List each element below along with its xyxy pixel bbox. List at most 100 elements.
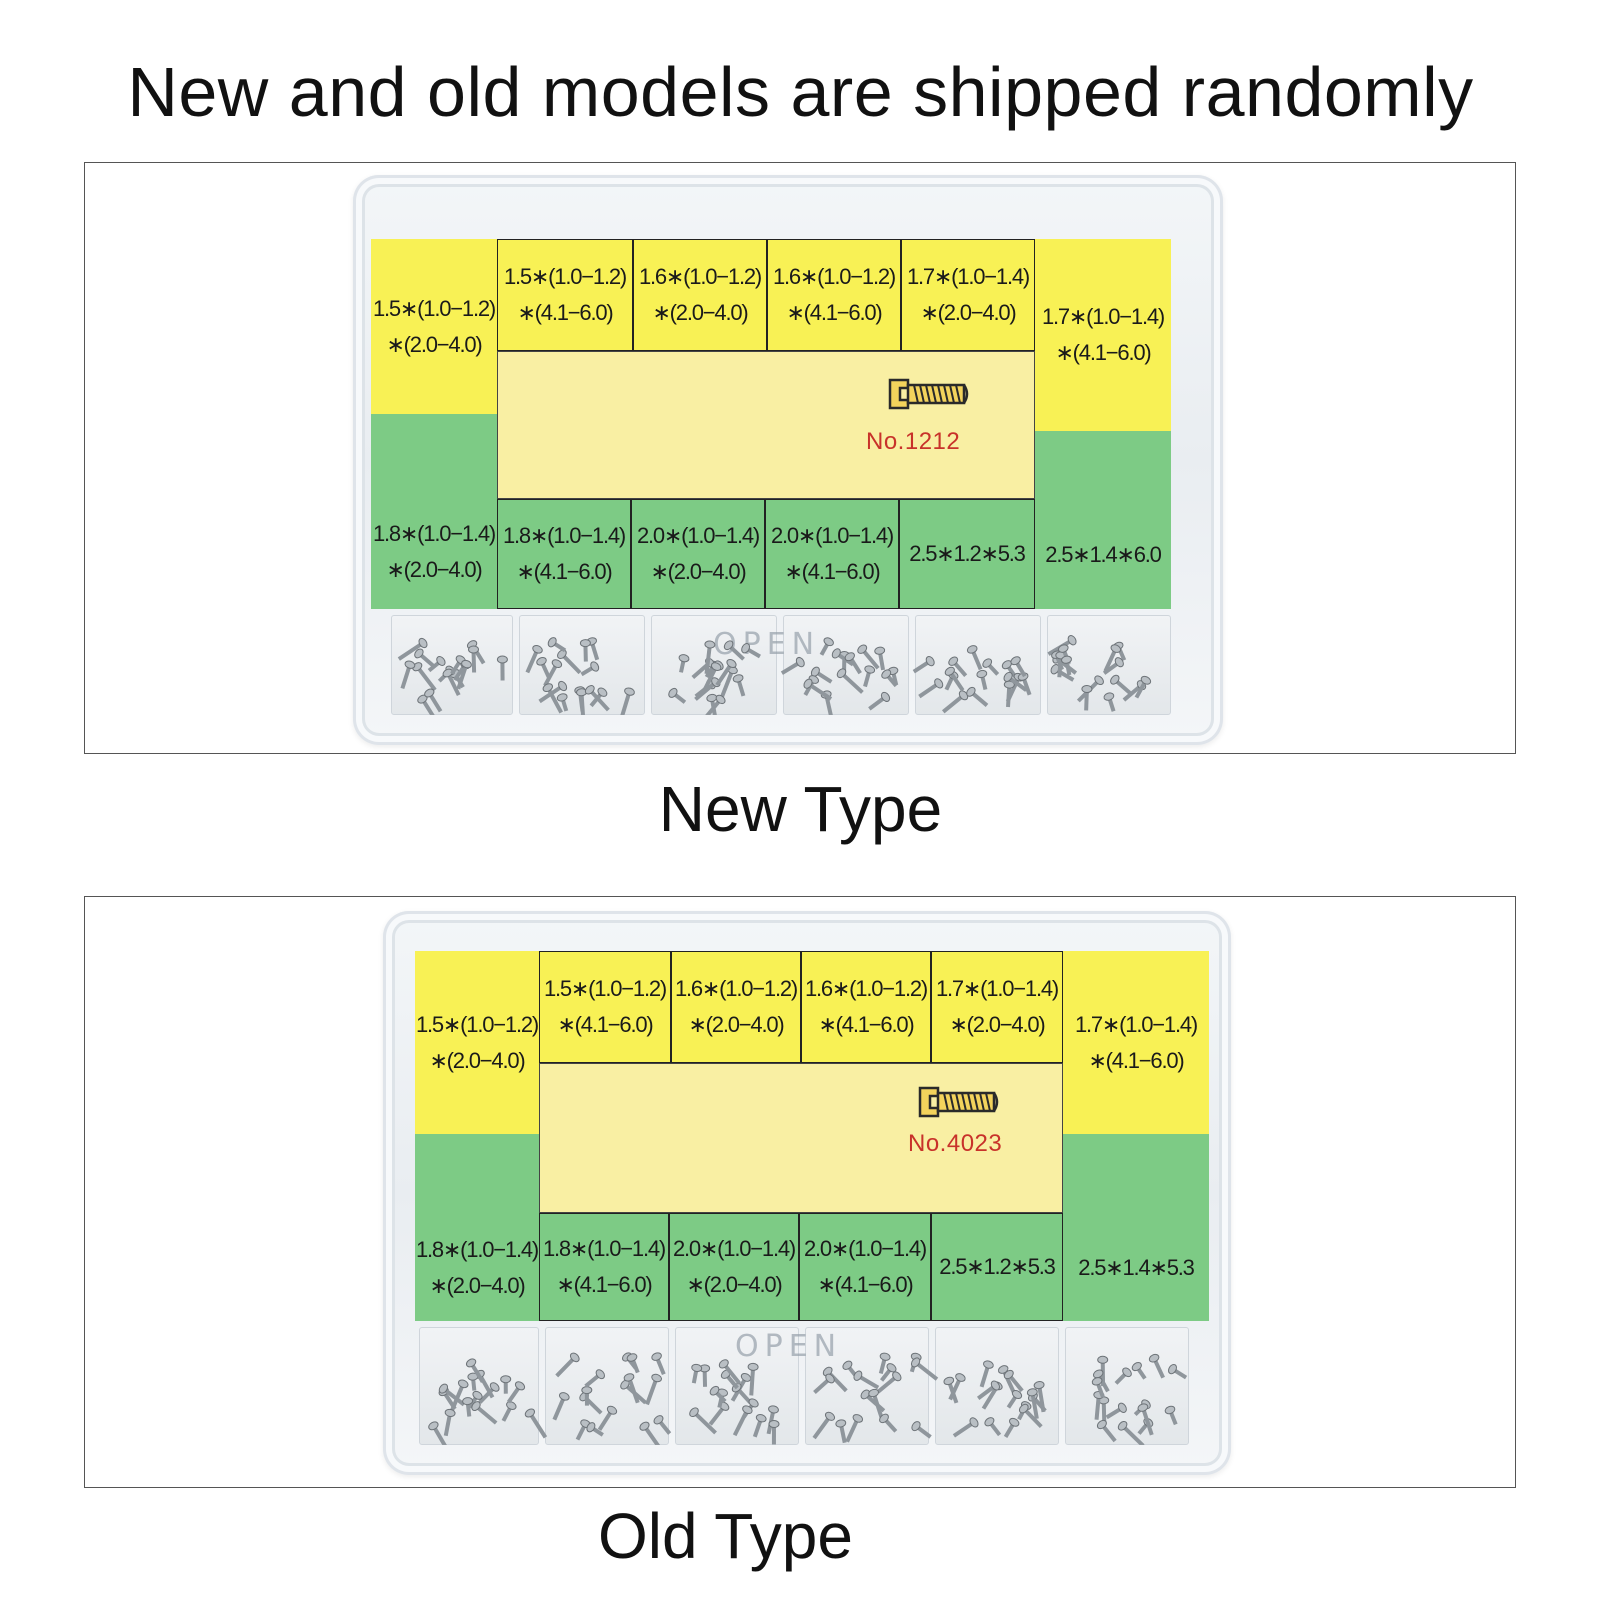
- screw: [1117, 1420, 1145, 1445]
- screw: [1033, 1381, 1046, 1413]
- screw: [536, 656, 551, 679]
- screw: [966, 645, 983, 671]
- label-line: 2.0∗(1.0−1.4): [770, 523, 894, 548]
- screw: [651, 1352, 666, 1376]
- label-line: ∗(2.0−4.0): [688, 1012, 784, 1037]
- label-line: 1.5∗(1.0−1.2): [372, 295, 496, 321]
- screw-icon: [918, 1086, 999, 1118]
- label-cell: 2.0∗(1.0−1.4) ∗(2.0−4.0): [631, 499, 765, 609]
- screw: [1003, 671, 1028, 692]
- screw: [768, 1419, 780, 1445]
- label-line: ∗(4.1−6.0): [557, 1012, 653, 1037]
- screw: [831, 648, 855, 667]
- screw: [810, 666, 833, 684]
- label-cell: 1.7∗(1.0−1.4) ∗(2.0−4.0): [931, 951, 1063, 1063]
- screw: [580, 661, 600, 677]
- screw: [709, 1385, 727, 1403]
- screw: [1114, 1367, 1132, 1385]
- new-type-caption: New Type: [658, 773, 943, 845]
- screw: [911, 1421, 932, 1439]
- label-line: 2.5∗1.2∗5.3: [909, 541, 1026, 566]
- screw-icon: [888, 378, 969, 410]
- screw: [752, 1414, 767, 1438]
- screw: [555, 1352, 580, 1378]
- screw: [468, 645, 479, 673]
- screw: [1061, 655, 1072, 676]
- screw: [1026, 1388, 1039, 1420]
- screw: [941, 690, 969, 714]
- screw: [732, 1405, 753, 1437]
- label-cell: 1.5∗(1.0−1.2) ∗(4.1−6.0): [497, 239, 633, 351]
- center-label-panel: No.1212: [497, 351, 1035, 499]
- screw: [645, 1373, 662, 1406]
- screw: [623, 1373, 640, 1404]
- label-line: 1.6∗(1.0−1.2): [804, 976, 928, 1001]
- screw: [1003, 680, 1015, 708]
- screw: [689, 1407, 717, 1435]
- label-line: 1.8∗(1.0−1.4): [415, 1236, 539, 1262]
- screw: [984, 1417, 1002, 1437]
- label-line: 1.5∗(1.0−1.2): [543, 976, 667, 1001]
- screw: [918, 678, 944, 699]
- screw: [552, 1392, 570, 1421]
- screw: [524, 1408, 548, 1439]
- screw: [586, 1422, 604, 1437]
- screw: [718, 1359, 742, 1385]
- label-cell: 1.7∗(1.0−1.4) ∗(4.1−6.0): [1035, 239, 1171, 431]
- screws-cluster: [397, 635, 1152, 715]
- label-line: 1.6∗(1.0−1.2): [674, 976, 798, 1001]
- label-line: ∗(2.0−4.0): [429, 1272, 525, 1298]
- screw: [496, 655, 508, 681]
- screw: [443, 1408, 456, 1437]
- green-block: [1063, 1134, 1209, 1214]
- screw: [414, 648, 437, 669]
- label-line: ∗(2.0−4.0): [650, 559, 746, 584]
- label-line: ∗(2.0−4.0): [652, 300, 748, 325]
- screw: [723, 640, 745, 661]
- screw: [813, 1373, 835, 1394]
- open-embossing: OPEN: [735, 1329, 843, 1364]
- screw: [462, 1397, 474, 1417]
- screw: [584, 1369, 605, 1388]
- screws-cluster: [428, 1352, 1188, 1445]
- label-line: 2.0∗(1.0−1.4): [803, 1236, 927, 1261]
- screw: [874, 646, 886, 671]
- screw: [910, 1357, 939, 1381]
- label-cell: 2.0∗(1.0−1.4) ∗(4.1−6.0): [799, 1213, 931, 1321]
- screw: [948, 656, 968, 677]
- screw: [626, 1353, 640, 1374]
- screw: [465, 1358, 485, 1383]
- label-line: ∗(2.0−4.0): [949, 1012, 1045, 1037]
- label-cell: 1.7∗(1.0−1.4) ∗(2.0−4.0): [901, 239, 1035, 351]
- screw: [1102, 657, 1124, 675]
- screw: [853, 1370, 880, 1390]
- screw: [467, 1390, 483, 1409]
- screw: [966, 686, 989, 707]
- screw: [467, 1372, 479, 1391]
- screw: [653, 1415, 672, 1435]
- green-block: [415, 1134, 539, 1214]
- label-line: 2.0∗(1.0−1.4): [672, 1236, 796, 1261]
- screw: [543, 659, 563, 687]
- screw: [699, 1364, 711, 1387]
- screw: [701, 662, 722, 693]
- label-line: ∗(4.1−6.0): [817, 1272, 913, 1297]
- label-cell: 1.5∗(1.0−1.2) ∗(4.1−6.0): [539, 951, 671, 1063]
- screw: [691, 1363, 703, 1384]
- green-block: [1035, 431, 1171, 501]
- screw: [1103, 644, 1122, 673]
- screw: [501, 1401, 517, 1422]
- label-line: ∗(2.0−4.0): [386, 556, 482, 582]
- label-line: 1.6∗(1.0−1.2): [638, 264, 762, 289]
- screw: [639, 1421, 662, 1445]
- screw: [1131, 1362, 1147, 1380]
- model-number: No.1212: [866, 428, 961, 455]
- screw: [1010, 656, 1027, 678]
- label-line: ∗(4.1−6.0): [1088, 1047, 1184, 1073]
- screw: [1096, 1419, 1117, 1443]
- screw: [982, 658, 1000, 676]
- label-line: 2.5∗1.4∗6.0: [1045, 542, 1162, 567]
- label-cell: 1.6∗(1.0−1.2) ∗(2.0−4.0): [671, 951, 801, 1063]
- label-line: 1.8∗(1.0−1.4): [542, 1236, 666, 1261]
- screw: [879, 1413, 898, 1433]
